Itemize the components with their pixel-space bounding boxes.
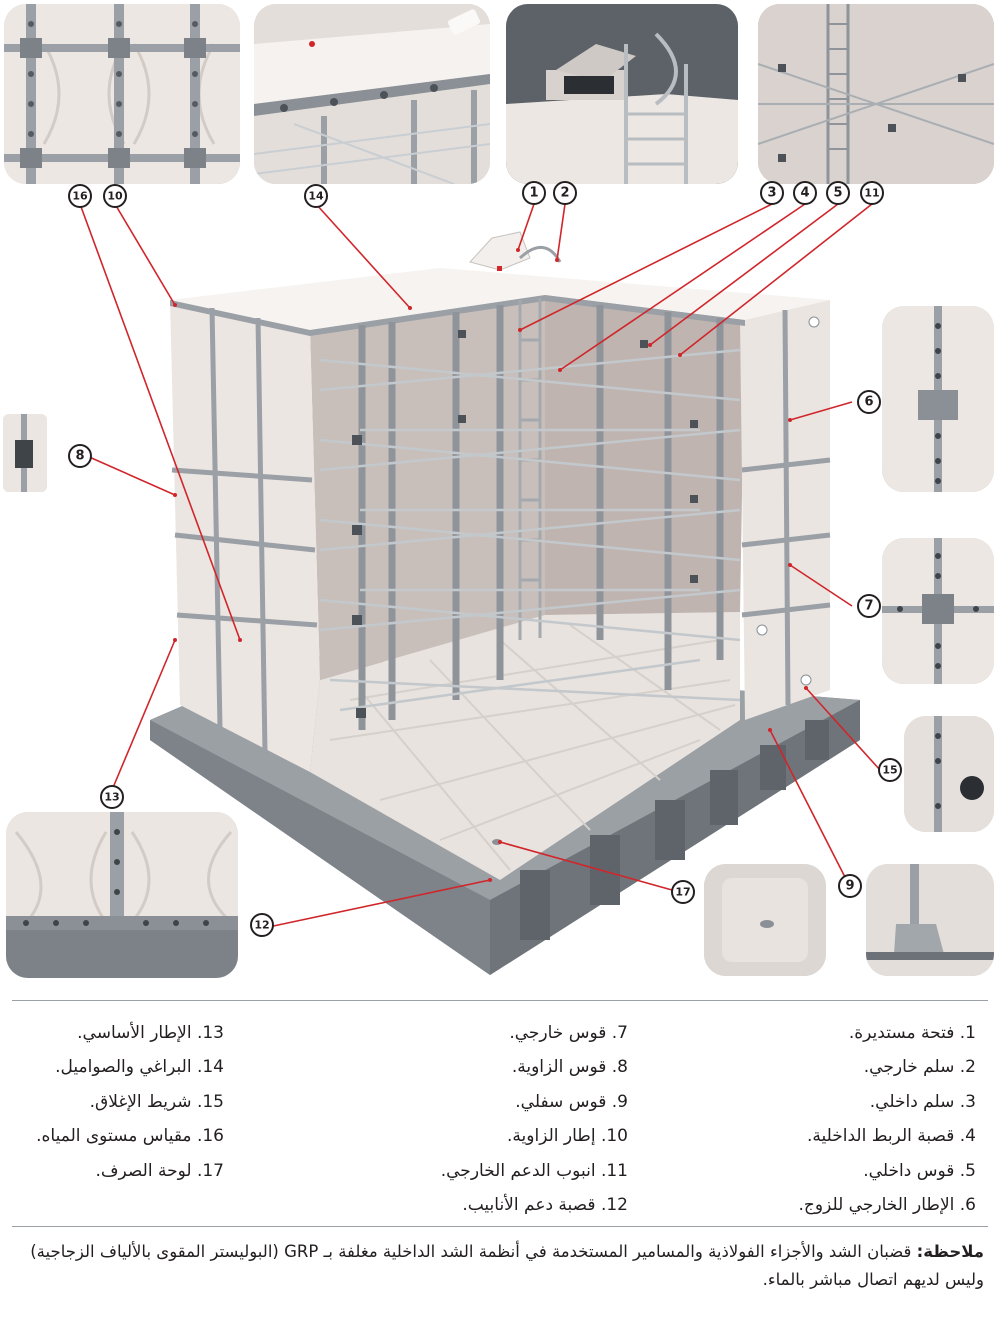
detail-photo-corner-frame	[4, 4, 240, 184]
detail-photo-outer-frame	[882, 306, 994, 492]
callout-2: 2	[560, 186, 569, 201]
legend-column-2: 7. قوس خارجي. 8. قوس الزاوية. 9. قوس سفل…	[368, 1016, 628, 1222]
callout-12: 12	[254, 919, 269, 932]
detail-photo-internal-ladder	[758, 4, 994, 184]
legend-item: 10. إطار الزاوية.	[507, 1126, 628, 1147]
legend-item: 3. سلم داخلي.	[869, 1091, 976, 1112]
legend-item: 16. مقياس مستوى المياه.	[36, 1126, 224, 1147]
note-paragraph: ملاحظة: قضبان الشد والأجزاء الفولاذية وا…	[20, 1238, 984, 1294]
divider-bottom	[12, 1226, 988, 1227]
tank-drawing	[150, 231, 860, 975]
detail-photo-base-frame	[6, 812, 238, 978]
callout-3: 3	[767, 186, 776, 201]
callout-1: 1	[529, 186, 538, 201]
legend-item: 7. قوس خارجي.	[509, 1023, 628, 1043]
legend-item: 2. سلم خارجي.	[863, 1057, 976, 1078]
callout-16: 16	[72, 190, 88, 203]
legend-item: 9. قوس سفلي.	[515, 1091, 628, 1112]
detail-photo-roof-bolts	[254, 4, 490, 184]
callout-11: 11	[864, 187, 879, 200]
detail-photo-drain-plate	[704, 864, 826, 976]
divider-top	[12, 1000, 988, 1001]
tank-illustration: 1 2 3 4 5 11 6 7 8 9 10 12 13 14 15 16 1…	[3, 4, 994, 978]
legend-item: 17. لوحة الصرف.	[95, 1160, 225, 1181]
detail-photo-outer-bracket	[882, 538, 994, 684]
note-text: قضبان الشد والأجزاء الفولاذية والمسامير …	[30, 1242, 984, 1289]
legend-item: 1. فتحة مستديرة.	[848, 1023, 976, 1043]
leader-lines	[79, 203, 881, 929]
legend-item: 12. قصبة دعم الأنابيب.	[462, 1195, 628, 1216]
callout-6: 6	[864, 395, 873, 410]
callout-17: 17	[675, 886, 690, 899]
callout-8: 8	[75, 449, 84, 464]
legend-item: 6. الإطار الخارجي للزوج.	[798, 1195, 977, 1216]
callout-13: 13	[104, 791, 119, 804]
legend-column-1: 1. فتحة مستديرة. 2. سلم خارجي. 3. سلم دا…	[686, 1016, 977, 1222]
callout-4: 4	[800, 186, 809, 201]
callout-15: 15	[882, 764, 897, 777]
legend-item: 11. انبوب الدعم الخارجي.	[440, 1160, 628, 1181]
callout-7: 7	[864, 599, 873, 614]
callout-5: 5	[833, 186, 842, 201]
detail-photo-side-bracket	[3, 414, 47, 492]
detail-photo-sealing-strip	[904, 716, 994, 832]
callout-10: 10	[107, 190, 123, 203]
legend-item: 5. قوس داخلي.	[863, 1160, 976, 1181]
legend-item: 15. شريط الإغلاق.	[89, 1091, 224, 1112]
legend-item: 13. الإطار الأساسي.	[77, 1023, 224, 1043]
legend-item: 4. قصبة الربط الداخلية.	[806, 1126, 976, 1147]
callout-14: 14	[308, 190, 324, 203]
detail-photo-bottom-bracket	[866, 864, 994, 976]
legend-item: 8. قوس الزاوية.	[511, 1057, 628, 1078]
legend-item: 14. البراغي والصواميل.	[55, 1057, 224, 1078]
callout-markers: 1 2 3 4 5 11 6 7 8 9 10 12 13 14 15 16 1…	[68, 181, 902, 937]
note-label: ملاحظة:	[916, 1242, 984, 1261]
parts-legend	[0, 1000, 1000, 1320]
detail-photo-manhole-ladder	[506, 4, 738, 184]
callout-9: 9	[845, 879, 854, 894]
legend-column-3: 13. الإطار الأساسي. 14. البراغي والصوامي…	[14, 1016, 224, 1188]
